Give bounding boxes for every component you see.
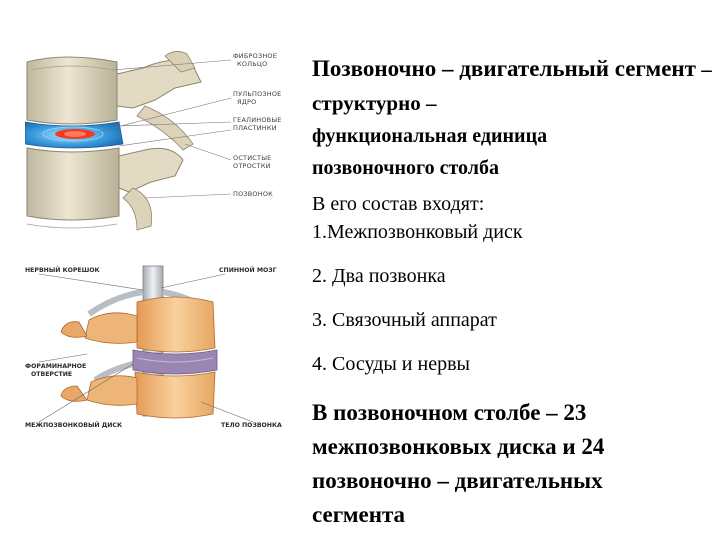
label-fibrous-ring-2: КОЛЬЦО <box>237 60 267 68</box>
intervertebral-disc <box>25 122 123 148</box>
summary-line: позвоночно – двигательных <box>312 464 712 498</box>
text-column: Позвоночно – двигательный сегмент – стру… <box>312 52 712 532</box>
heading-bold: Позвоночно – двигательный сегмент <box>312 56 696 81</box>
label-spinous-1: ОСТИСТЫЕ <box>233 154 271 162</box>
label-spinous-2: ОТРОСТКИ <box>233 162 271 170</box>
heading-line-2: функциональная единица <box>312 121 712 152</box>
label-foramen-1: ФОРАМИНАРНОЕ <box>25 363 86 370</box>
label-nerve-root: НЕРВНЫЙ КОРЕШОК <box>25 265 100 274</box>
list-item: 2. Два позвонка <box>312 262 712 290</box>
composition-intro: В его состав входят: <box>312 190 712 218</box>
label-disc: МЕЖПОЗВОНКОВЫЙ ДИСК <box>25 420 122 429</box>
label-fibrous-ring-1: ФИБРОЗНОЕ <box>233 52 277 60</box>
list-item: 3. Связочный аппарат <box>312 306 712 334</box>
label-nucleus-1: ПУЛЬПОЗНОЕ <box>233 90 281 98</box>
summary-line: межпозвонковых диска и 24 <box>312 430 712 464</box>
label-vertebral-body: ТЕЛО ПОЗВОНКА <box>221 422 282 429</box>
heading: Позвоночно – двигательный сегмент – стру… <box>312 52 712 120</box>
spine-anatomy-figure: НЕРВНЫЙ КОРЕШОК СПИННОЙ МОЗГ ФОРАМИНАРНО… <box>25 262 297 440</box>
summary-line: сегмента <box>312 498 712 532</box>
label-vertebra: ПОЗВОНОК <box>233 190 273 198</box>
heading-line-3: позвоночного столба <box>312 153 712 184</box>
label-spinal-cord: СПИННОЙ МОЗГ <box>219 265 277 274</box>
list-item: 4. Сосуды и нервы <box>312 350 712 378</box>
motion-segment-figure: ФИБРОЗНОЕ КОЛЬЦО ПУЛЬПОЗНОЕ ЯДРО ГЕАЛИНО… <box>25 48 297 236</box>
label-nucleus-2: ЯДРО <box>237 98 256 106</box>
label-foramen-2: ОТВЕРСТИЕ <box>31 371 72 378</box>
summary: В позвоночном столбе – 23 межпозвонковых… <box>312 396 712 532</box>
list-item: 1.Межпозвонковый диск <box>312 218 712 246</box>
label-plates-2: ПЛАСТИНКИ <box>233 124 277 132</box>
label-plates-1: ГЕАЛИНОВЫЕ <box>233 116 282 124</box>
summary-line: В позвоночном столбе – 23 <box>312 396 712 430</box>
